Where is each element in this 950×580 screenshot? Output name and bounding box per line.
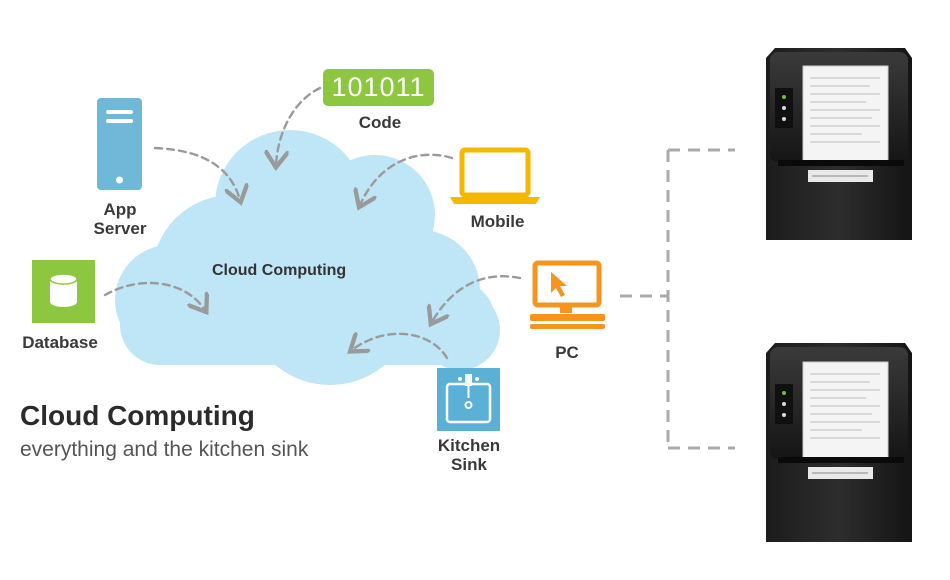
server-icon xyxy=(97,98,142,190)
pc-label: PC xyxy=(555,343,579,362)
app-server-label-line2: Server xyxy=(93,219,147,238)
connector-arrows xyxy=(103,86,522,360)
diagram-subtitle: everything and the kitchen sink xyxy=(20,438,309,461)
desktop-monitor-icon xyxy=(530,260,605,329)
kitchen-sink-label-line1: Kitchen xyxy=(437,436,501,455)
arrow-mobile xyxy=(360,153,454,205)
mobile-label: Mobile xyxy=(470,212,525,231)
code-label: Code xyxy=(358,113,402,132)
arrow-database xyxy=(103,281,205,310)
receipt-printer-icon xyxy=(766,48,912,240)
cloud-shape xyxy=(115,130,500,385)
kitchen-sink-label-line2: Sink xyxy=(451,455,487,474)
laptop-icon xyxy=(450,147,540,204)
receipt-printer-icon xyxy=(766,343,912,542)
code-badge: 101011 xyxy=(323,69,434,106)
arrow-app-server xyxy=(153,146,240,200)
printer-connector xyxy=(620,148,735,450)
cloud-label: Cloud Computing xyxy=(212,262,347,279)
sink-icon xyxy=(437,368,500,431)
arrow-code xyxy=(276,86,322,165)
database-icon xyxy=(32,260,95,323)
database-label: Database xyxy=(22,333,98,352)
diagram-title: Cloud Computing xyxy=(20,400,255,431)
app-server-label-line1: App xyxy=(103,200,137,219)
arrow-kitchen-sink xyxy=(352,334,449,360)
arrow-pc xyxy=(432,275,522,322)
